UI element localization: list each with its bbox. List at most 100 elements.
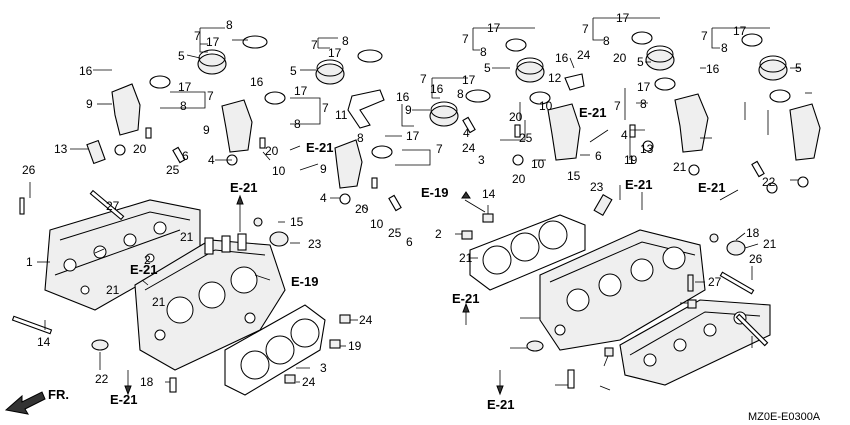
callout: 17 [178,80,192,94]
callout: 14 [482,187,496,201]
callout: 8 [480,45,487,59]
callout: 10 [531,157,545,171]
callout: 23 [590,180,604,194]
callout: 20 [265,144,279,158]
callout-numbers: 7 8 17 5 16 9 17 8 7 16 5 7 8 17 17 7 8 … [22,11,802,389]
callout: 16 [706,62,720,76]
callout: 19 [348,339,362,353]
callout: 25 [388,226,402,240]
callout: 16 [250,75,264,89]
callout: 7 [207,89,214,103]
callout: 17 [487,21,501,35]
callout: 24 [462,141,476,155]
left-head-cover [44,199,201,311]
callout: 3 [320,361,327,375]
callout: 2 [435,227,442,241]
callout: 8 [357,131,364,145]
callout: 7 [420,72,427,86]
ref-code: E-21 [698,180,725,195]
ref-code: E-21 [306,140,333,155]
callout: 17 [406,129,420,143]
callout: 18 [746,226,760,240]
callout: 20 [613,51,627,65]
left-cylinder-head [134,233,286,371]
callout: 20 [512,172,526,186]
callout: 5 [178,49,185,63]
callout: 16 [555,51,569,65]
callout: 7 [194,29,201,43]
callout: 5 [637,55,644,69]
callout: 18 [140,375,154,389]
callout: 21 [106,283,120,297]
callout: 16 [396,90,410,104]
left-head-gasket [224,304,326,396]
callout: 21 [180,230,194,244]
callout: 23 [308,237,322,251]
right-intake-elbow-3 [789,103,821,161]
callout: 16 [430,82,444,96]
callout: 26 [749,252,763,266]
left-intake-elbow-1 [111,83,141,136]
callout: 3 [478,153,485,167]
callout: 4 [320,191,327,205]
callout: 24 [359,313,373,327]
ref-code: E-19 [291,274,318,289]
left-clamps [149,35,491,159]
right-small-parts [461,116,809,389]
ref-code: E-19 [421,185,448,200]
left-intake-elbow-2 [221,99,253,153]
callout: 22 [95,372,109,386]
callout: 8 [640,97,647,111]
right-bellows [515,45,788,83]
callout: 4 [463,126,470,140]
left-assembly [11,35,491,396]
callout: 9 [320,162,327,176]
callout: 21 [459,251,473,265]
callout: 17 [328,46,342,60]
callout: 6 [595,149,602,163]
callout: 17 [206,35,220,49]
callout: 2 [144,253,151,267]
right-intake-elbow-2 [674,93,709,153]
callout: 17 [733,24,747,38]
right-assembly [461,31,821,389]
callout: 26 [22,163,36,177]
callout: 21 [673,160,687,174]
right-head-gasket [469,214,586,291]
left-bracket [347,89,385,129]
callout: 11 [335,108,348,122]
callout: 9 [203,123,210,137]
callout: 5 [290,64,297,78]
left-bellows [197,49,459,127]
left-intake-elbow-3 [334,139,363,189]
callout: 10 [272,164,286,178]
reference-codes: E-21 E-21 E-21 E-19 E-21 E-21 E-19 E-21 … [110,105,725,412]
callout: 4 [621,128,628,142]
callout: 6 [182,149,189,163]
callout: 24 [302,375,316,389]
callout: 5 [484,61,491,75]
diagram-code: MZ0E-E0300A [748,411,821,423]
callout: 1 [628,153,635,167]
callout: 6 [406,235,413,249]
callout: 15 [290,215,304,229]
callout: 17 [462,73,476,87]
callout: 19 [624,153,638,167]
leader-lines [29,17,812,396]
callout: 24 [577,48,591,62]
callout: 7 [582,22,589,36]
callout: 8 [342,34,349,48]
callout: 7 [311,38,318,52]
callout: 8 [226,18,233,32]
callout: 25 [166,163,180,177]
callout: 20 [509,110,523,124]
front-direction-arrow: FR. [4,387,69,415]
callout: 20 [133,142,147,156]
front-label: FR. [48,387,69,402]
callout: 12 [548,71,562,85]
ref-code: E-21 [452,291,479,306]
callout: 15 [567,169,581,183]
ref-code: E-21 [625,177,652,192]
right-bracket [564,73,585,91]
callout: 27 [106,199,120,213]
